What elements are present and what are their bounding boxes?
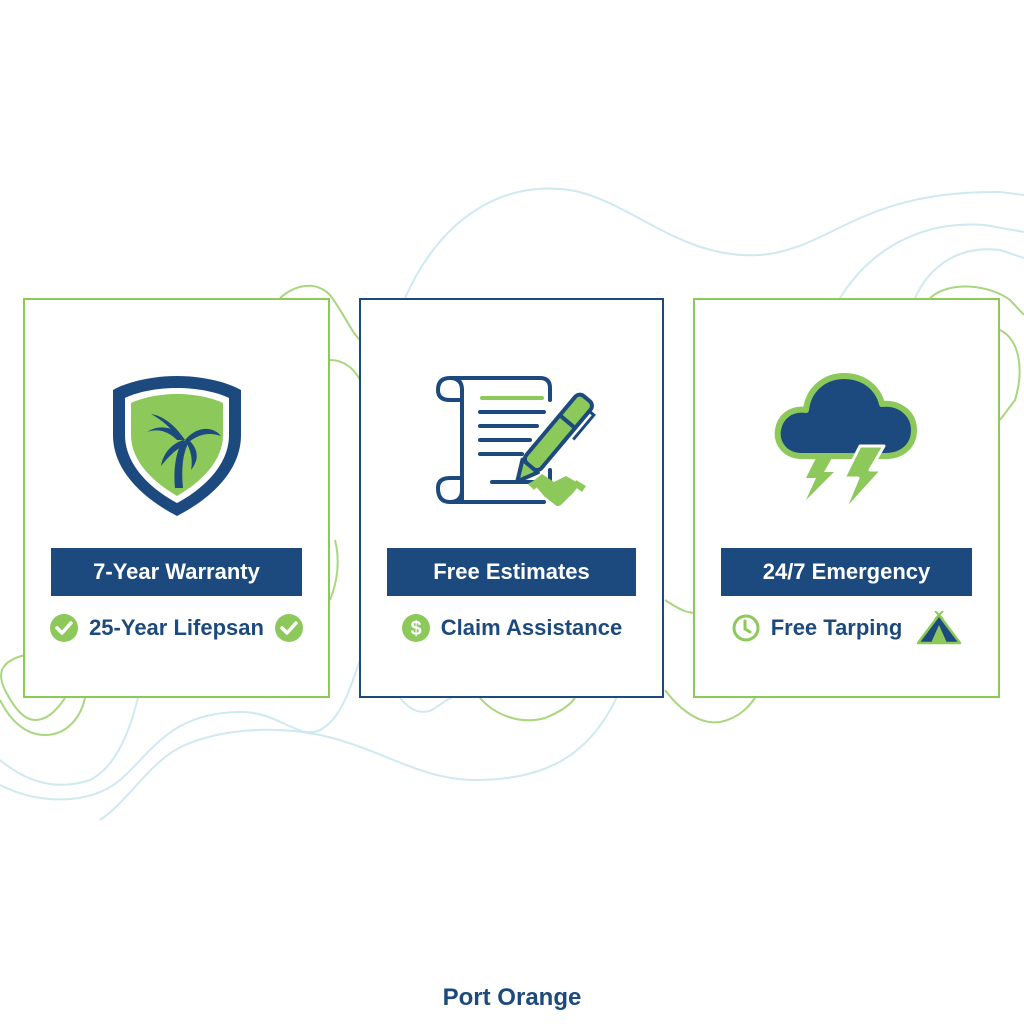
card-subline: 25-Year Lifepsan — [25, 610, 328, 646]
card-subtitle: Claim Assistance — [440, 615, 623, 640]
shield-palm-icon — [112, 376, 241, 516]
card-title: 7-Year Warranty — [51, 548, 302, 596]
card-subline: Free Tarping — [695, 610, 998, 646]
check-circle-icon — [50, 614, 79, 642]
card-subtitle: Free Tarping — [770, 615, 903, 640]
svg-text:$: $ — [410, 618, 421, 640]
card-subline: $ Claim Assistance — [361, 610, 662, 646]
card-emergency: 24/7 Emergency Free Tarping — [693, 298, 1000, 698]
check-circle-icon — [274, 614, 303, 642]
storm-cloud-lightning-icon — [774, 373, 917, 514]
card-subtitle: 25-Year Lifepsan — [89, 615, 264, 640]
dollar-circle-icon: $ — [401, 614, 430, 642]
card-title: Free Estimates — [387, 548, 636, 596]
location-label: Port Orange — [442, 984, 582, 1011]
card-title: 24/7 Emergency — [721, 548, 972, 596]
clock-icon — [732, 614, 760, 642]
card-warranty: 7-Year Warranty 25-Year Lifepsan — [23, 298, 330, 698]
card-estimates: Free Estimates $ Claim Assistance — [359, 298, 664, 698]
contract-pen-handshake-icon — [435, 376, 596, 506]
tent-icon — [917, 611, 962, 645]
